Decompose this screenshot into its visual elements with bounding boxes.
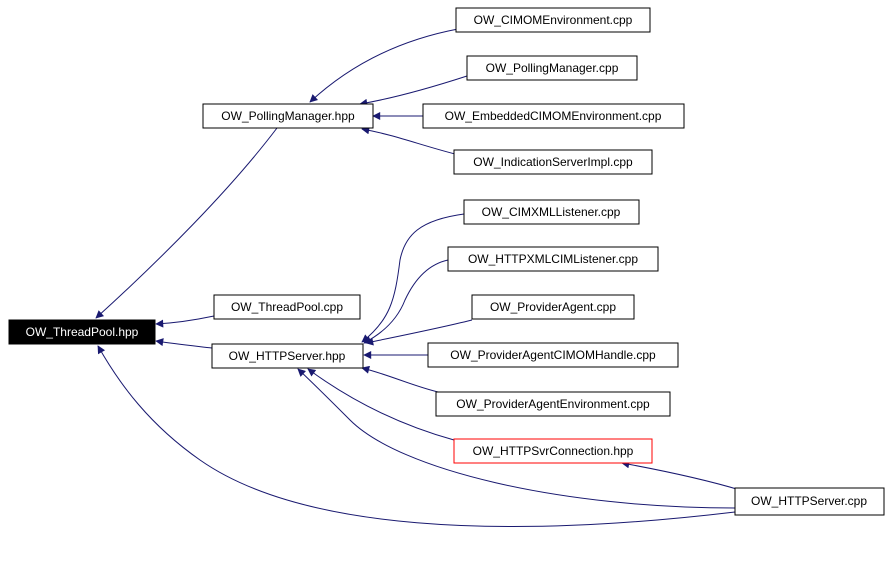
node-pollingmanager-cpp[interactable]: OW_PollingManager.cpp (466, 55, 638, 81)
edge-pollingmanagercpp-to-pollingmanager (359, 75, 468, 107)
node-label: OW_HTTPServer.hpp (229, 349, 346, 363)
node-label: OW_PollingManager.hpp (221, 109, 355, 123)
edge-provideragentenv-to-httpserver (361, 365, 439, 393)
edge-httpserverhpp-to-threadpool (155, 338, 213, 349)
node-label: OW_IndicationServerImpl.cpp (473, 155, 633, 169)
node-httpserver-hpp[interactable]: OW_HTTPServer.hpp (211, 343, 364, 369)
node-provideragentcimomhandle-cpp[interactable]: OW_ProviderAgentCIMOMHandle.cpp (427, 342, 679, 368)
node-threadpool-cpp[interactable]: OW_ThreadPool.cpp (213, 294, 361, 320)
node-label: OW_ProviderAgentEnvironment.cpp (456, 397, 650, 411)
edge-cimomenv-to-pollingmanager (309, 28, 459, 103)
node-label: OW_HTTPXMLCIMListener.cpp (468, 252, 638, 266)
node-provideragentenvironment-cpp[interactable]: OW_ProviderAgentEnvironment.cpp (435, 391, 671, 417)
edge-provideragent-to-httpserver (365, 319, 473, 346)
node-label: OW_ProviderAgent.cpp (490, 300, 616, 314)
edge-cimxmllistener-to-httpserver (361, 213, 465, 343)
node-label: OW_ProviderAgentCIMOMHandle.cpp (450, 348, 656, 362)
node-label: OW_CIMXMLListener.cpp (482, 205, 621, 219)
node-label: OW_HTTPServer.cpp (751, 494, 867, 508)
node-httpxmlcimlistener-cpp[interactable]: OW_HTTPXMLCIMListener.cpp (447, 246, 659, 272)
node-threadpool-hpp[interactable]: OW_ThreadPool.hpp (8, 319, 156, 345)
edge-httpservercpp-to-httpsvrconnection (621, 460, 741, 491)
node-indicationserverimpl-cpp[interactable]: OW_IndicationServerImpl.cpp (453, 149, 653, 175)
edge-pollingmanager-to-threadpool (95, 127, 278, 319)
node-provideragent-cpp[interactable]: OW_ProviderAgent.cpp (471, 294, 635, 320)
node-embeddedcimomenvironment-cpp[interactable]: OW_EmbeddedCIMOMEnvironment.cpp (422, 103, 685, 129)
edge-httpservercpp-to-httpserver (297, 368, 736, 509)
edge-httpsvrconnection-to-httpserver (307, 368, 455, 441)
nodes: OW_ThreadPool.hpp OW_PollingManager.hpp … (8, 7, 885, 516)
edge-threadpoolcpp-to-threadpool (155, 315, 215, 328)
node-httpsvrconnection-hpp[interactable]: OW_HTTPSvrConnection.hpp (453, 438, 653, 464)
node-pollingmanager-hpp[interactable]: OW_PollingManager.hpp (202, 103, 374, 129)
edge-httpservercpp-to-threadpool (97, 345, 736, 528)
edges (95, 28, 741, 528)
node-httpserver-cpp[interactable]: OW_HTTPServer.cpp (734, 487, 885, 516)
node-label: OW_EmbeddedCIMOMEnvironment.cpp (445, 109, 662, 123)
node-label: OW_HTTPSvrConnection.hpp (473, 444, 634, 458)
edge-httpxmlcimlistener-to-httpserver (363, 259, 449, 344)
node-cimxmllistener-cpp[interactable]: OW_CIMXMLListener.cpp (463, 199, 640, 225)
node-label: OW_PollingManager.cpp (486, 61, 619, 75)
edge-indicationserver-to-pollingmanager (361, 126, 456, 155)
node-label: OW_CIMOMEnvironment.cpp (474, 13, 633, 27)
node-label: OW_ThreadPool.hpp (26, 325, 139, 339)
node-label: OW_ThreadPool.cpp (231, 300, 343, 314)
node-cimomenvironment-cpp[interactable]: OW_CIMOMEnvironment.cpp (455, 7, 651, 33)
